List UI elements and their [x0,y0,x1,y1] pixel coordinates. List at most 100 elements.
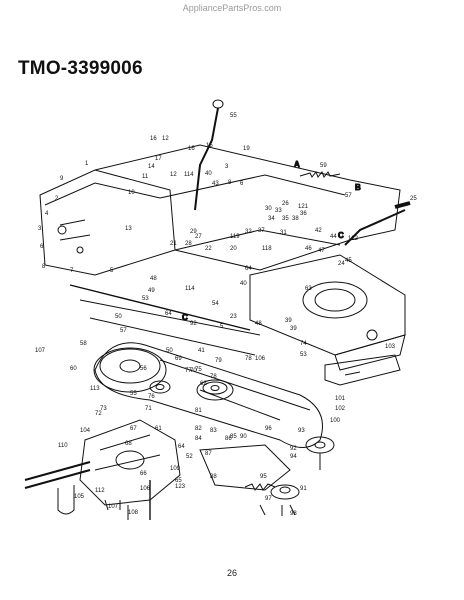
part-number-callout: 68 [125,441,132,447]
part-number-callout: 71 [145,406,152,412]
part-number-callout: 52 [186,454,193,460]
part-number-callout: 8 [42,264,46,270]
part-number-callout: 65 [175,478,182,484]
part-number-callout: 11 [142,174,149,180]
part-number-callout: 48 [255,321,262,327]
part-number-callout: 90 [240,434,247,440]
frame-upper-deck [94,144,401,271]
part-number-callout: 97 [265,496,272,502]
u-bolt-104 [57,485,75,515]
part-number-callout: 64 [165,311,172,317]
part-number-callout: 48 [150,276,157,282]
part-number-callout: 92 [290,446,297,452]
part-number-callout: 72 [95,411,102,417]
part-number-callout: 70 [190,368,197,374]
part-number-callout: 66 [140,471,147,477]
clutch-lever [344,201,411,246]
part-number-callout: 40 [240,281,247,287]
part-number-callout: 104 [80,428,91,434]
part-number-callout: 109 [170,466,181,472]
part-number-callout: 113 [90,386,100,392]
part-number-callout: 49 [148,288,155,294]
part-number-callout: 110 [58,443,68,449]
part-number-callout: 101 [335,396,346,402]
transaxle-housing [79,419,181,506]
part-number-callout: 20 [230,246,237,252]
part-number-callout: 58 [80,341,87,347]
part-number-callout: 118 [262,246,272,252]
page-number: 26 [226,568,237,578]
part-number-callout: 57 [120,328,127,334]
part-number-callout: 123 [175,484,186,490]
part-number-callout: 4 [45,211,49,217]
part-number-callout: 19 [243,146,250,152]
part-number-callout: 75 [195,367,202,373]
callout-letter-c-right: C [338,231,344,240]
part-number-callout: 78 [210,374,217,380]
part-number-callout: 114 [185,286,195,292]
part-number-callout: 39 [290,326,297,332]
part-number-callout: 121 [298,204,309,210]
part-number-callout: 10 [128,190,135,196]
part-number-callout: 45 [345,258,352,264]
part-number-callout: 3 [38,226,42,232]
pulley-middle [196,379,234,401]
part-number-callout: 67 [130,426,137,432]
part-number-callout: 61 [155,426,162,432]
part-number-callout: 36 [300,211,307,217]
part-number-callout: 27 [195,234,202,240]
part-number-callout: 15 [206,143,213,149]
part-number-callout: 105 [74,494,85,500]
callout-letter-b: B [355,183,361,192]
part-number-callout: 85 [230,434,237,440]
part-number-callout: 6 [40,244,44,250]
part-number-callout: 92 [190,321,197,327]
part-number-callout: 87 [205,451,212,457]
tension-arm [199,444,291,491]
part-number-callout: 96 [265,426,272,432]
part-number-callout: 1 [85,161,89,167]
part-number-callout: 114 [184,172,194,178]
part-number-callout: 50 [115,314,122,320]
part-number-callout: 112 [95,488,105,494]
shaft-pins [127,480,151,520]
part-number-callout: 76 [148,394,155,400]
part-number-callout: 14 [148,164,155,170]
part-number-callout: 34 [268,216,275,222]
part-number-callout: 93 [298,428,305,434]
part-number-callout: 100 [330,418,341,424]
part-number-callout: 107 [35,348,46,354]
part-number-callout: 102 [335,406,346,412]
part-number-callout: 64 [245,266,252,272]
part-number-callout: 30 [265,206,272,212]
part-number-callout: 59 [320,163,327,169]
part-number-callout: 31 [280,230,287,236]
part-number-callout: 9 [60,176,64,182]
part-number-callout: 69 [175,356,182,362]
part-number-callout: 60 [70,366,77,372]
part-number-callout: 77 [185,368,192,374]
part-number-callout: 17 [155,156,162,162]
part-number-callout: 83 [210,428,217,434]
part-number-callout: 88 [210,474,217,480]
part-number-callout: 62 [200,381,207,387]
part-number-callout: 106 [255,356,266,362]
part-number-callout: 94 [290,454,297,460]
part-number-callout: 103 [385,344,396,350]
part-number-callout: 74 [300,341,307,347]
frame-right-deck [249,254,406,371]
part-number-callout: 119 [230,234,240,240]
hardware-bolts [104,499,296,516]
part-number-callout: 33 [275,208,282,214]
part-number-callout: 25 [410,196,417,202]
part-number-callout: 32 [245,229,252,235]
part-number-callout: 16 [188,146,195,152]
part-number-callout: 40 [205,171,212,177]
part-number-callout: 86 [225,436,232,442]
part-number-callout: 43 [212,181,219,187]
part-number-callout: 55 [230,113,237,119]
part-number-callout: 98 [290,511,297,517]
part-number-callout: 39 [285,318,292,324]
part-number-callout: 56 [140,366,147,372]
